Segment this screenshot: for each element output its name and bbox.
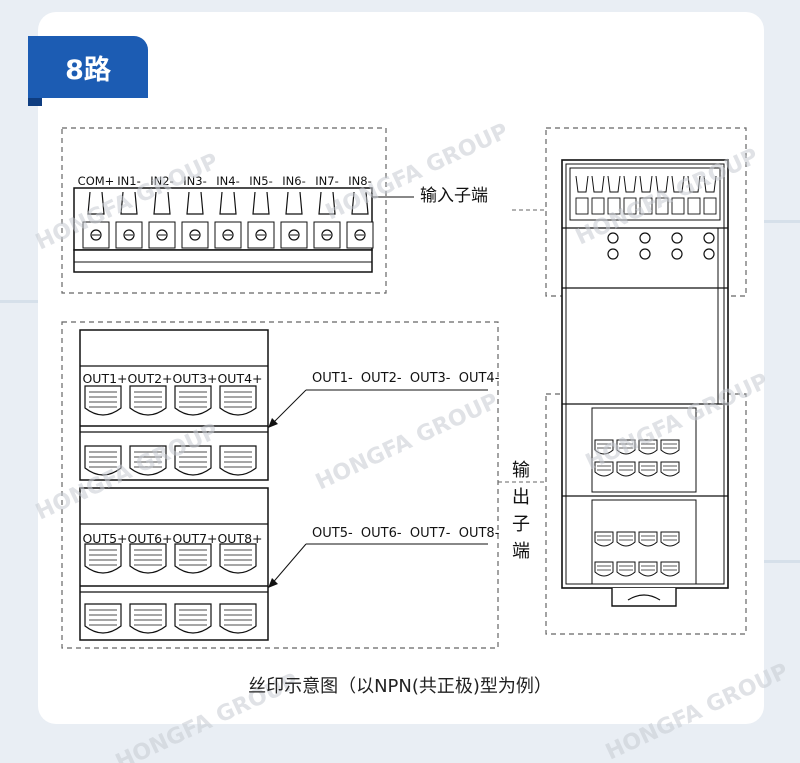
input-pin-label: IN5- — [249, 174, 272, 188]
input-pin — [247, 191, 275, 249]
input-callout-text: 输入子端 — [420, 186, 488, 206]
badge-fold — [28, 98, 42, 106]
output-callout-text-1: OUT1- OUT2- OUT3- OUT4- — [312, 371, 500, 386]
indicator-led — [671, 248, 683, 260]
device-side-view — [545, 127, 747, 635]
output-pin — [129, 603, 167, 634]
bg-decoration — [0, 300, 38, 303]
input-pin — [181, 191, 209, 249]
output-pin-label: OUT8+ — [217, 531, 262, 546]
indicator-led — [703, 248, 715, 260]
input-pin — [280, 191, 308, 249]
output-pin-label: OUT3+ — [172, 371, 217, 386]
output-pin-label: OUT7+ — [172, 531, 217, 546]
input-pin-label: IN7- — [315, 174, 338, 188]
svg-text:HONGFA GROUP: HONGFA GROUP — [322, 119, 512, 226]
output-pin — [219, 445, 257, 476]
output-pin-label: OUT1+ — [82, 371, 127, 386]
output-pin — [174, 543, 212, 574]
bg-decoration — [764, 220, 800, 223]
output-block-2 — [79, 487, 269, 641]
output-pin — [84, 385, 122, 416]
output-callout-char: 出 — [512, 487, 530, 508]
input-pin — [346, 191, 374, 249]
output-pin — [84, 543, 122, 574]
output-pin-label: OUT5+ — [82, 531, 127, 546]
output-callout-char: 输 — [512, 460, 530, 481]
bg-decoration — [764, 560, 800, 563]
input-pin-label: IN1- — [117, 174, 140, 188]
output-pin — [219, 385, 257, 416]
input-pin — [115, 191, 143, 249]
input-pin-label: IN4- — [216, 174, 239, 188]
indicator-led — [639, 232, 651, 244]
output-callout-arrow-1 — [268, 389, 488, 428]
input-pin-label: COM+ — [78, 174, 115, 188]
indicator-led — [607, 248, 619, 260]
output-pin — [219, 603, 257, 634]
input-pin — [313, 191, 341, 249]
output-terminal-box — [61, 321, 499, 649]
output-pin-label: OUT6+ — [127, 531, 172, 546]
output-callout-arrow-2 — [268, 543, 488, 588]
output-callout-char: 子 — [512, 514, 530, 535]
output-pin — [84, 603, 122, 634]
output-callout-char: 端 — [512, 541, 530, 562]
indicator-led — [639, 248, 651, 260]
output-pin-label: OUT4+ — [217, 371, 262, 386]
indicator-led — [607, 232, 619, 244]
output-pin — [174, 385, 212, 416]
output-pin-label: OUT2+ — [127, 371, 172, 386]
indicator-led — [671, 232, 683, 244]
output-pin — [219, 543, 257, 574]
input-pin-label: IN3- — [183, 174, 206, 188]
svg-text:HONGFA GROUP: HONGFA GROUP — [312, 389, 502, 496]
input-pin — [82, 191, 110, 249]
channel-badge: 8路 — [28, 36, 148, 98]
input-pin — [148, 191, 176, 249]
input-pin-label: IN2- — [150, 174, 173, 188]
output-pin — [129, 445, 167, 476]
output-pin — [129, 385, 167, 416]
output-callout-text-2: OUT5- OUT6- OUT7- OUT8- — [312, 526, 500, 541]
input-pin-label: IN8- — [348, 174, 371, 188]
input-terminal-box — [61, 127, 387, 294]
output-pin — [174, 445, 212, 476]
output-block-1 — [79, 329, 269, 481]
diagram-caption: 丝印示意图（以NPN(共正极)型为例） — [248, 676, 552, 697]
input-pin — [214, 191, 242, 249]
output-pin — [84, 445, 122, 476]
output-pin — [129, 543, 167, 574]
indicator-led — [703, 232, 715, 244]
input-terminal-block — [73, 187, 374, 273]
output-pin — [174, 603, 212, 634]
input-pin-label: IN6- — [282, 174, 305, 188]
